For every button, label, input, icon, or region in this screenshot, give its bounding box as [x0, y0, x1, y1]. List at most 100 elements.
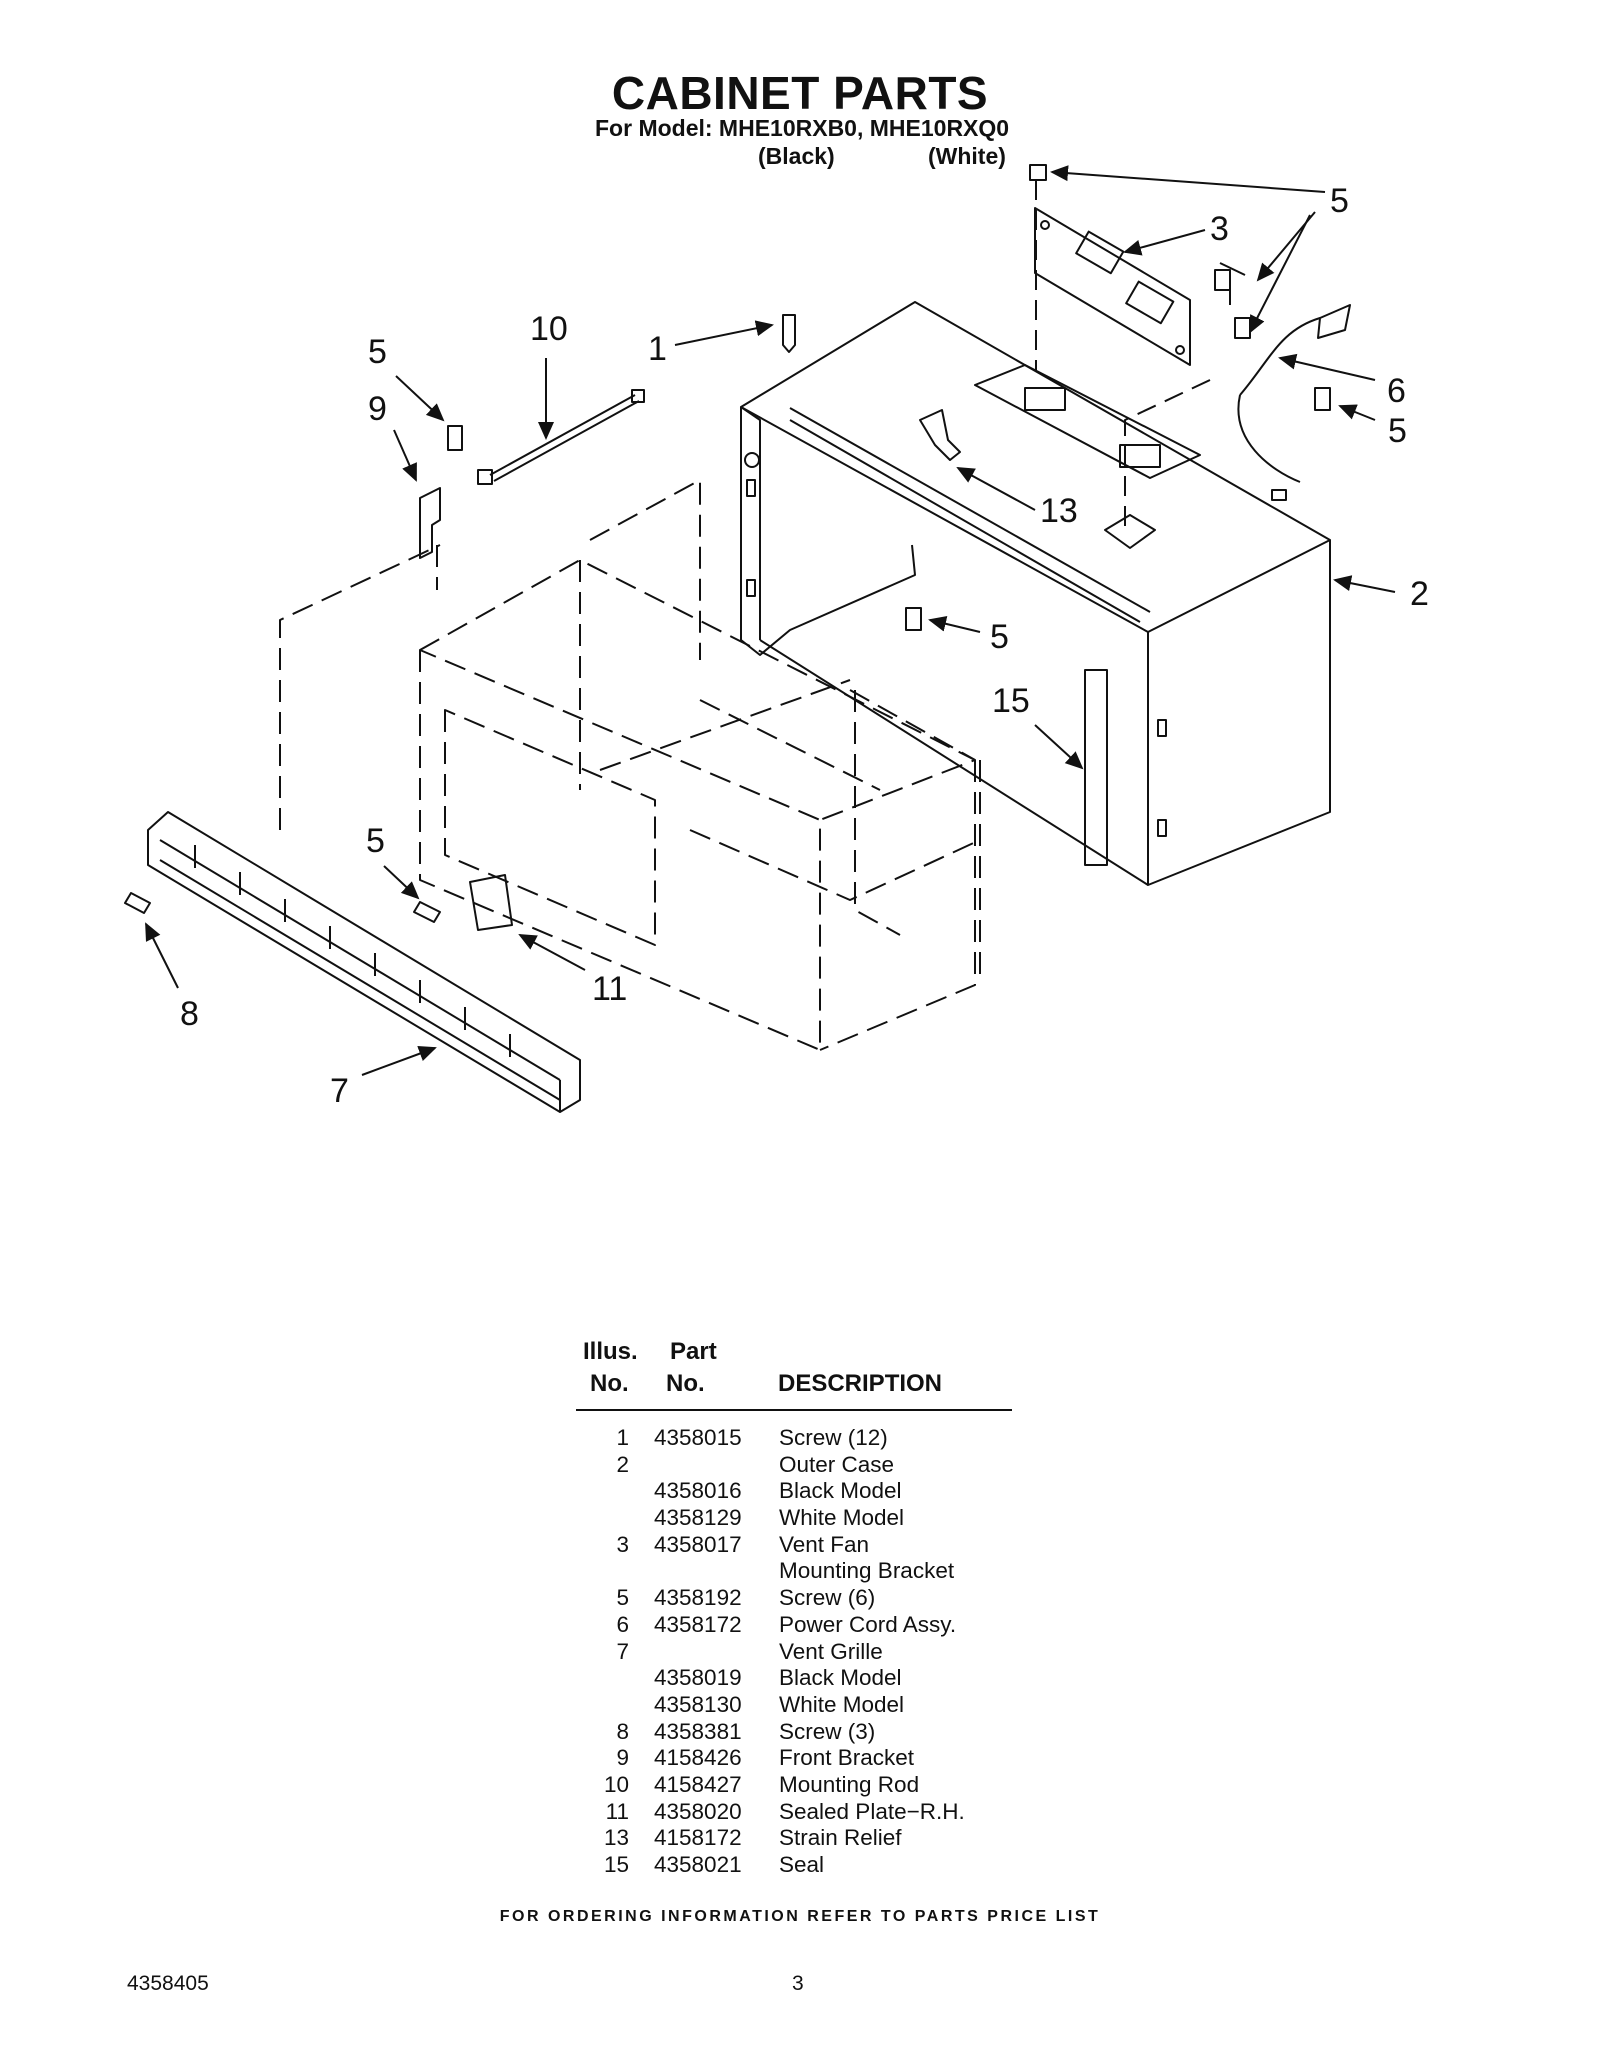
- part-description: Sealed Plate−R.H.: [779, 1798, 965, 1824]
- part-description: Front Bracket: [779, 1745, 915, 1771]
- callout-10: 10: [530, 310, 568, 348]
- table-row: 2 Outer Case: [575, 1452, 1035, 1479]
- callout-1: 1: [648, 330, 667, 368]
- illus-no: 2: [616, 1451, 629, 1477]
- mounting-rod: [477, 389, 645, 485]
- illus-no: 5: [616, 1585, 629, 1611]
- illus-no: 13: [603, 1825, 629, 1851]
- header-description: DESCRIPTION: [778, 1370, 943, 1397]
- seal: [1084, 669, 1108, 866]
- illus-no: 10: [603, 1771, 629, 1797]
- callout-3: 3: [1210, 210, 1229, 248]
- callout-labels: 1 2 3 5 5 5 5 5 5 6 7 8 9 10 11 13 15: [180, 182, 1429, 1110]
- part-description: Mounting Rod: [779, 1771, 920, 1797]
- callout-13: 13: [1040, 492, 1078, 530]
- callout-9: 9: [368, 390, 387, 428]
- table-row: 4358019 Black Model: [575, 1665, 1035, 1692]
- callout-11: 11: [592, 970, 627, 1008]
- header-part-bottom: No.: [666, 1370, 705, 1397]
- part-description: Screw (6): [779, 1585, 876, 1611]
- illus-no: 8: [616, 1718, 629, 1744]
- illus-no: 11: [605, 1798, 629, 1824]
- part-description: Outer Case: [779, 1451, 895, 1477]
- ordering-note: FOR ORDERING INFORMATION REFER TO PARTS …: [499, 1908, 1101, 1925]
- part-no: 4358015: [654, 1425, 742, 1450]
- part-description: Screw (12): [779, 1425, 888, 1450]
- exploded-parts-diagram: 1 2 3 5 5 5 5 5 5 6 7 8 9 10 11 13 15: [124, 164, 1429, 1113]
- callout-5d: 5: [368, 333, 387, 371]
- illus-no: 15: [603, 1852, 629, 1877]
- part-no: 4158426: [654, 1745, 742, 1771]
- table-row: 11 4358020 Sealed Plate−R.H.: [575, 1799, 1035, 1826]
- table-row: 4358129 White Model: [575, 1505, 1035, 1532]
- strain-relief: [919, 409, 961, 461]
- header-illus-top: Illus.: [583, 1338, 638, 1365]
- part-description: Strain Relief: [779, 1825, 902, 1851]
- callout-6: 6: [1387, 372, 1406, 410]
- part-no: 4358017: [654, 1531, 742, 1557]
- outer-case: [740, 301, 1331, 886]
- color-white-label: (White): [928, 143, 1006, 169]
- table-row: 7 Vent Grille: [575, 1639, 1035, 1666]
- front-bracket: [419, 487, 441, 559]
- part-description: White Model: [779, 1691, 905, 1717]
- illus-no: 6: [616, 1611, 629, 1637]
- table-row: Mounting Bracket: [575, 1558, 1035, 1585]
- table-row: 1 4358015 Screw (12): [575, 1425, 1035, 1452]
- part-no: 4358130: [654, 1691, 742, 1717]
- header-illus-bottom: No.: [590, 1370, 629, 1397]
- table-row: 4358130 White Model: [575, 1692, 1035, 1719]
- callout-5a: 5: [1330, 182, 1349, 220]
- callout-5c: 5: [990, 618, 1009, 656]
- callout-8: 8: [180, 995, 199, 1033]
- table-row: 9 4158426 Front Bracket: [575, 1745, 1035, 1772]
- part-description: Black Model: [779, 1478, 902, 1504]
- part-no: 4358020: [654, 1798, 742, 1824]
- document-number: 4358405: [127, 1972, 209, 1995]
- part-description: Seal: [779, 1852, 825, 1877]
- callout-2: 2: [1410, 575, 1429, 613]
- inner-cavity: [279, 479, 981, 1051]
- part-no: 4158172: [654, 1825, 742, 1851]
- part-no: 4358019: [654, 1665, 742, 1691]
- screw-icons: [124, 164, 1331, 923]
- leader-lines: [145, 165, 1396, 1076]
- part-no: 4358192: [654, 1585, 742, 1611]
- part-description: White Model: [779, 1505, 905, 1531]
- callout-5b: 5: [1388, 412, 1407, 450]
- table-row: 6 4358172 Power Cord Assy.: [575, 1612, 1035, 1639]
- page-title: CABINET PARTS: [611, 67, 989, 119]
- part-description: Mounting Bracket: [779, 1558, 955, 1584]
- table-row: 13 4158172 Strain Relief: [575, 1825, 1035, 1852]
- illus-no: 9: [616, 1745, 629, 1771]
- illus-no: 3: [616, 1531, 629, 1557]
- color-black-label: (Black): [758, 143, 835, 169]
- header-part-top: Part: [670, 1338, 717, 1365]
- part-description: Black Model: [779, 1665, 902, 1691]
- vent-fan-mounting-bracket: [1034, 207, 1191, 366]
- sealed-plate: [469, 874, 513, 931]
- part-no: 4358381: [654, 1718, 742, 1744]
- callout-5e: 5: [366, 822, 385, 860]
- part-description: Vent Grille: [779, 1638, 883, 1664]
- table-row: 8 4358381 Screw (3): [575, 1719, 1035, 1746]
- callout-15: 15: [992, 682, 1030, 720]
- illus-no: 1: [616, 1425, 629, 1450]
- part-description: Power Cord Assy.: [779, 1611, 957, 1637]
- power-cord: [1237, 304, 1351, 501]
- table-row: 5 4358192 Screw (6): [575, 1585, 1035, 1612]
- vent-grille: [147, 811, 581, 1113]
- table-row: 3 4358017 Vent Fan: [575, 1532, 1035, 1559]
- part-description: Screw (3): [779, 1718, 876, 1744]
- part-no: 4358172: [654, 1611, 742, 1637]
- header-rule: [576, 1409, 1012, 1411]
- part-no: 4358129: [654, 1505, 742, 1531]
- model-line: For Model: MHE10RXB0, MHE10RXQ0: [595, 115, 1010, 141]
- illus-no: 7: [616, 1638, 629, 1664]
- part-description: Vent Fan: [779, 1531, 870, 1557]
- assembly-lines: [1035, 180, 1231, 535]
